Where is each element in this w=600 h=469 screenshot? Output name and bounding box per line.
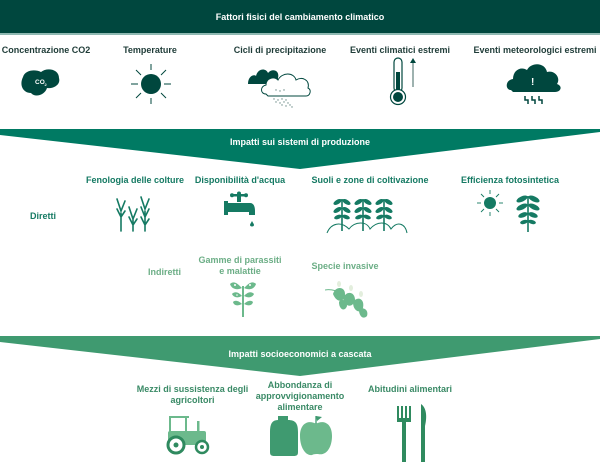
svg-text:!: !: [531, 77, 534, 88]
direct-label-soils: Suoli e zone di coltivazione: [311, 175, 429, 185]
socio-label-food-supply: Abbondanza di approvvigionamento aliment…: [255, 380, 345, 413]
rain-cloud-icon: [246, 64, 318, 113]
co2-cloud-icon: CO 2: [17, 67, 63, 104]
indirect-label: Indiretti: [148, 267, 181, 277]
fork-knife-icon: [395, 404, 429, 469]
direct-label-phenology: Fenologia delle colture: [85, 175, 184, 185]
factor-label-temperature: Temperature: [123, 45, 177, 55]
factor-label-precipitation: Cicli di precipitazione: [233, 45, 327, 55]
svg-text:CO: CO: [35, 79, 45, 86]
storm-cloud-icon: !: [505, 60, 563, 113]
sun-plant-icon: [475, 188, 545, 239]
header-title: Fattori fisici del cambiamento climatico: [215, 11, 385, 22]
crop-rows-icon: [325, 193, 409, 240]
factor-label-weather-extremes: Eventi meteorologici estremi: [473, 45, 597, 55]
svg-text:2: 2: [45, 82, 48, 87]
pest-plant-icon: [228, 280, 258, 323]
direct-label-photosynthesis: Efficienza fotosintetica: [460, 175, 559, 185]
top-banner: Fattori fisici del cambiamento climatico: [0, 0, 600, 35]
invasive-plant-icon: [324, 280, 373, 325]
indirect-label-pests-line1: Gamme di parassiti: [198, 255, 282, 265]
factor-label-co2: Concentrazione CO2: [1, 45, 91, 55]
thermometer-icon: [385, 55, 421, 112]
socio-label-food-supply-line3: alimentare: [277, 402, 323, 412]
factor-label-climate-extremes: Eventi climatici estremi: [349, 45, 451, 55]
socio-label-food-habits: Abitudini alimentari: [367, 384, 452, 394]
production-impacts-banner: Impatti sui sistemi di produzione: [0, 129, 600, 171]
socioeconomic-title: Impatti socioeconomici a cascata: [228, 349, 372, 359]
indirect-label-pests-line2: e malattie: [219, 266, 261, 276]
production-title: Impatti sui sistemi di produzione: [229, 137, 370, 147]
socio-label-food-supply-line1: Abbondanza di: [267, 380, 333, 390]
socio-label-livelihoods-line1: Mezzi di sussistenza degli: [136, 384, 249, 394]
indirect-label-invasive: Specie invasive: [311, 261, 379, 271]
socio-label-livelihoods-line2: agricoltori: [170, 395, 215, 405]
socio-label-food-supply-line2: approvvigionamento: [255, 391, 345, 401]
socio-label-livelihoods: Mezzi di sussistenza degli agricoltori: [130, 384, 255, 406]
water-tap-icon: [222, 191, 258, 236]
indirect-label-pests: Gamme di parassiti e malattie: [190, 255, 290, 277]
food-supply-icon: [270, 414, 334, 461]
direct-label: Diretti: [30, 211, 57, 221]
wheat-icon: [115, 193, 155, 238]
tractor-icon: [165, 413, 211, 460]
sun-icon: [128, 62, 174, 111]
socioeconomic-impacts-banner: Impatti socioeconomici a cascata: [0, 336, 600, 378]
direct-label-water: Disponibilità d'acqua: [194, 175, 286, 185]
